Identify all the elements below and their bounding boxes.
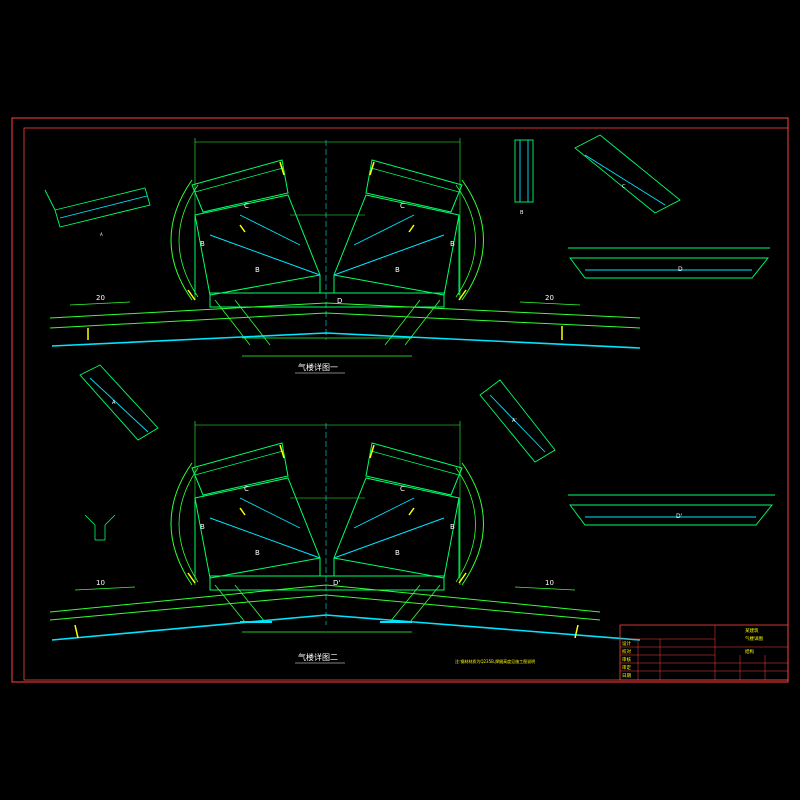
upper-view: C C B B B B D 20 20 气楼详图一 xyxy=(49,138,641,374)
title-block-header-3: 结构 xyxy=(745,648,754,655)
title-block-header-2: 气楼详图 xyxy=(745,635,763,642)
lower-label-b-3: B xyxy=(395,549,400,557)
upper-slope-right: 20 xyxy=(545,294,554,302)
detail-part-d-prime: D' xyxy=(568,494,775,526)
upper-label-b-4: B xyxy=(450,240,455,248)
upper-label-d: D xyxy=(337,297,342,305)
title-block-row-2: 校对 xyxy=(622,648,631,655)
detail-label-a-prime: A' xyxy=(512,418,517,424)
lower-label-b-2: B xyxy=(255,549,260,557)
title-block-row-3: 审核 xyxy=(622,656,631,663)
detail-part-c-top: C xyxy=(574,134,681,214)
detail-part-b-small: B xyxy=(514,139,534,216)
detail-weld-symbol xyxy=(84,514,116,541)
lower-view: C C B B B B D' 10 10 气楼详图二 注:钢材材质为Q235B,… xyxy=(49,421,641,664)
lower-slope-left: 10 xyxy=(96,579,105,587)
upper-label-b-2: B xyxy=(255,266,260,274)
inner-frame xyxy=(23,127,789,681)
upper-label-c-left: C xyxy=(244,202,249,210)
detail-part-a-left: A xyxy=(79,364,159,441)
lower-slope-right: 10 xyxy=(545,579,554,587)
title-block: 某建筑 气楼详图 结构 设计 校对 审核 审定 日期 xyxy=(619,624,789,681)
lower-label-b-1: B xyxy=(200,523,205,531)
detail-label-b: B xyxy=(520,210,524,216)
title-block-header-1: 某建筑 xyxy=(745,627,759,634)
upper-label-b-3: B xyxy=(395,266,400,274)
upper-slope-left: 20 xyxy=(96,294,105,302)
lower-label-c-left: C xyxy=(244,485,249,493)
title-block-row-4: 审定 xyxy=(622,664,631,671)
detail-label-d-prime: D' xyxy=(676,513,683,520)
detail-label-d: D xyxy=(678,266,683,273)
detail-part-d-top: D xyxy=(568,247,770,279)
upper-label-b-1: B xyxy=(200,240,205,248)
detail-part-a-prime: A' xyxy=(479,379,556,463)
lower-view-note: 注:钢材材质为Q235B,焊缝高度见施工图说明 xyxy=(455,658,535,664)
lower-label-c-right: C xyxy=(400,485,405,493)
detail-label-c: C xyxy=(622,184,626,190)
lower-label-d-prime: D' xyxy=(333,579,340,587)
lower-label-b-4: B xyxy=(450,523,455,531)
title-block-row-5: 日期 xyxy=(622,673,631,679)
detail-label-a-left: A xyxy=(112,400,116,406)
upper-label-c-right: C xyxy=(400,202,405,210)
lower-view-title: 气楼详图二 xyxy=(298,652,338,662)
upper-view-title: 气楼详图一 xyxy=(298,362,338,372)
detail-part-top-left: A xyxy=(44,187,151,237)
detail-label-a: A xyxy=(100,232,103,237)
title-block-row-1: 设计 xyxy=(622,640,631,647)
